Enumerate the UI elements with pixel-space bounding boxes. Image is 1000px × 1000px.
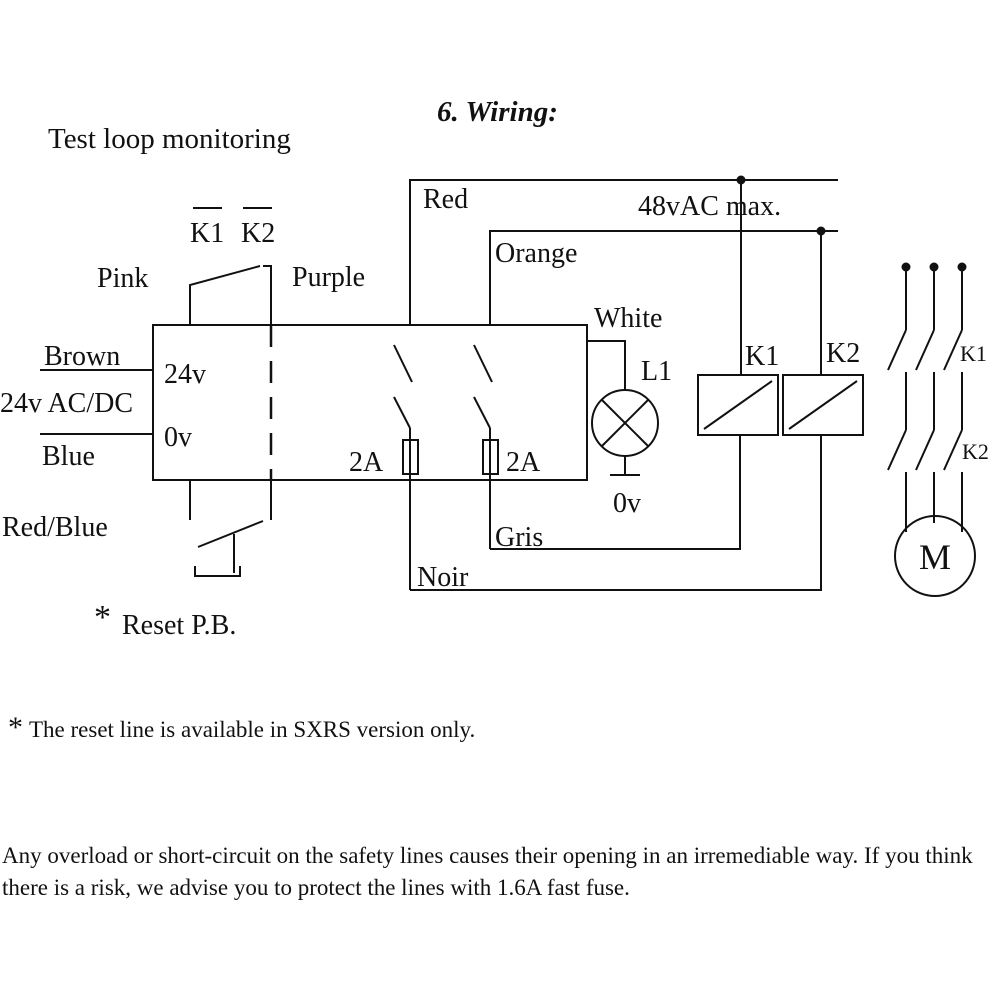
label-contact-k2: K2 bbox=[962, 439, 989, 464]
label-relay-k1: K1 bbox=[745, 341, 779, 372]
motor-contactors bbox=[887, 262, 967, 532]
overload-warning-note: Any overload or short-circuit on the saf… bbox=[2, 843, 973, 900]
label-relay-k2: K2 bbox=[826, 338, 860, 369]
note-asterisk: * bbox=[8, 711, 23, 744]
reset-line-note-text: The reset line is available in SXRS vers… bbox=[29, 717, 476, 742]
label-lamp-0v: 0v bbox=[613, 488, 641, 519]
label-fuse-right: 2A bbox=[506, 447, 541, 478]
label-fuse-left: 2A bbox=[349, 447, 384, 478]
relay-k1-coil bbox=[697, 374, 779, 436]
reset-line-note: *The reset line is available in SXRS ver… bbox=[8, 712, 475, 746]
safety-contact-2-lower bbox=[473, 396, 491, 429]
label-asterisk: * bbox=[94, 599, 111, 636]
noir-wire bbox=[410, 435, 822, 591]
safety-contact-2-upper bbox=[473, 344, 493, 383]
orange-wire bbox=[489, 230, 838, 325]
lamp-cross-2 bbox=[601, 399, 649, 447]
label-24v: 24v bbox=[164, 359, 206, 390]
label-contact-k1: K1 bbox=[960, 341, 987, 366]
label-k1-bar: K1 bbox=[190, 218, 224, 249]
label-noir: Noir bbox=[417, 562, 469, 593]
reset-pb-contact bbox=[197, 520, 264, 548]
safety-contact-1-upper bbox=[393, 344, 413, 383]
label-supply: 24v AC/DC bbox=[0, 388, 133, 419]
white-wire bbox=[587, 340, 626, 390]
relay-k2-diagonal bbox=[788, 380, 858, 430]
relay-k1-diagonal bbox=[703, 380, 773, 430]
label-white: White bbox=[594, 303, 662, 334]
label-orange: Orange bbox=[495, 238, 577, 269]
label-red: Red bbox=[423, 184, 468, 215]
label-pink: Pink bbox=[97, 263, 148, 294]
label-purple: Purple bbox=[292, 262, 365, 293]
relay-k2-coil bbox=[782, 374, 864, 436]
label-brown: Brown bbox=[44, 341, 120, 372]
label-reset-pb: Reset P.B. bbox=[122, 610, 236, 641]
reset-pb-button bbox=[194, 566, 241, 577]
label-k2-bar: K2 bbox=[241, 218, 275, 249]
diagram-wires bbox=[40, 175, 976, 597]
label-red-blue: Red/Blue bbox=[2, 512, 108, 543]
subtitle: Test loop monitoring bbox=[48, 123, 291, 155]
diagram-heading: 6. Wiring: bbox=[437, 96, 558, 128]
gris-wire bbox=[490, 435, 741, 550]
label-l1: L1 bbox=[641, 356, 672, 387]
k1-k2-nc-contact bbox=[189, 265, 261, 325]
label-blue: Blue bbox=[42, 441, 95, 472]
red-wire bbox=[409, 179, 838, 325]
motor-symbol bbox=[894, 515, 976, 597]
label-motor: M bbox=[919, 537, 951, 577]
k1-k2-contact-return bbox=[263, 265, 272, 325]
label-0v: 0v bbox=[164, 422, 192, 453]
label-gris: Gris bbox=[495, 522, 543, 553]
safety-module-box bbox=[152, 324, 588, 481]
label-max-voltage: 48vAC max. bbox=[638, 191, 781, 222]
safety-contact-1-lower bbox=[393, 396, 411, 429]
